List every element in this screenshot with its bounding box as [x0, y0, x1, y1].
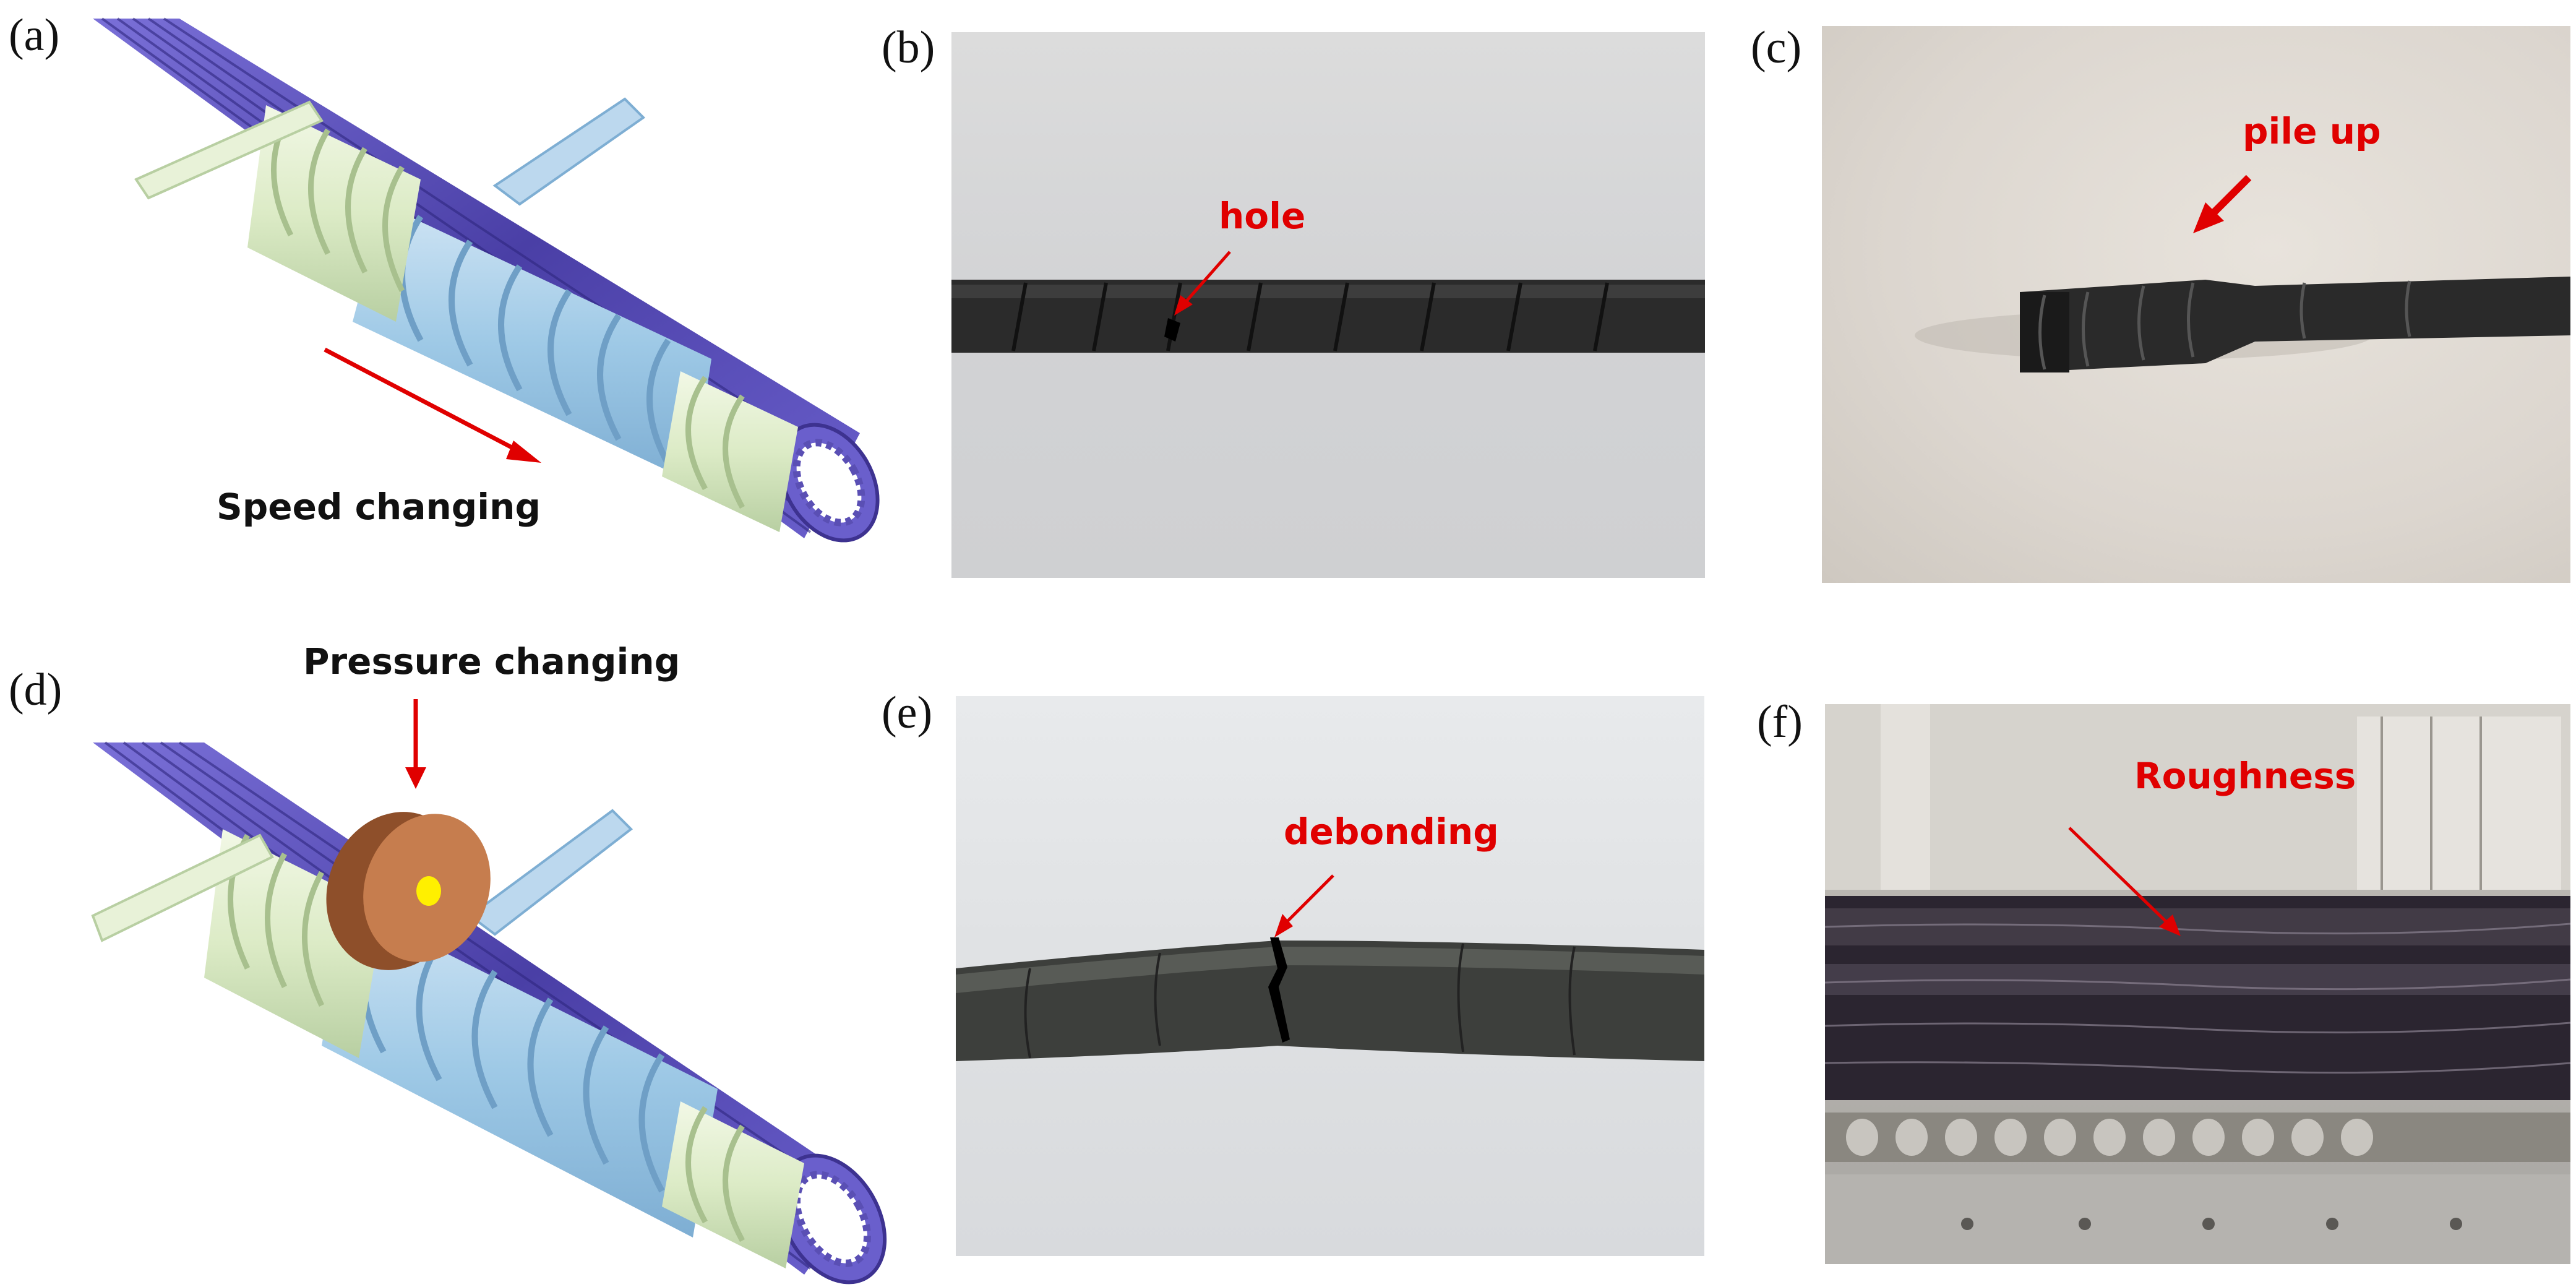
- debonding-arrow: [1274, 874, 1334, 937]
- pressure-direction-arrow: [405, 699, 426, 789]
- machine-background: [1825, 704, 2570, 1264]
- fiber-rod-c: [1915, 277, 2570, 372]
- pile-up-arrow: [2193, 174, 2252, 233]
- panel-f-photo: [1825, 704, 2570, 1264]
- speed-changing-schematic: [93, 17, 880, 543]
- pressure-roller: [326, 812, 491, 970]
- panel-d-diagram: [0, 644, 891, 1287]
- outer-tape-winding: [91, 829, 804, 1268]
- speed-direction-arrow: [324, 347, 541, 463]
- hole-annotation: hole: [1219, 195, 1306, 237]
- speed-changing-caption: Speed changing: [217, 486, 541, 528]
- panel-f-label: (f): [1757, 697, 1803, 747]
- panel-e-photo: [956, 696, 1704, 1256]
- panel-b-label: (b): [882, 22, 935, 73]
- outer-tape-winding: [134, 100, 798, 532]
- pile-up-annotation: pile up: [2243, 110, 2381, 152]
- panel-c-photo: [1822, 26, 2570, 583]
- panel-b-photo: [951, 32, 1705, 578]
- inner-tape-winding: [322, 809, 718, 1238]
- panel-e-label: (e): [882, 687, 933, 738]
- pressure-changing-schematic: [91, 699, 887, 1285]
- roughness-annotation: Roughness: [2134, 755, 2356, 797]
- fiber-rod-b: [951, 280, 1705, 353]
- panel-d-label: (d): [9, 665, 62, 715]
- roughness-arrow: [2068, 827, 2181, 936]
- debonding-annotation: debonding: [1284, 811, 1499, 853]
- hole-arrow: [1174, 251, 1231, 316]
- fiber-rod-f: [1825, 896, 2570, 1100]
- fiber-rod-e: [956, 937, 1704, 1061]
- panel-a-diagram: [0, 0, 891, 594]
- panel-a-label: (a): [9, 10, 60, 61]
- pressure-changing-caption: Pressure changing: [303, 640, 680, 682]
- panel-c-label: (c): [1751, 22, 1802, 73]
- inner-tape-winding: [353, 97, 711, 483]
